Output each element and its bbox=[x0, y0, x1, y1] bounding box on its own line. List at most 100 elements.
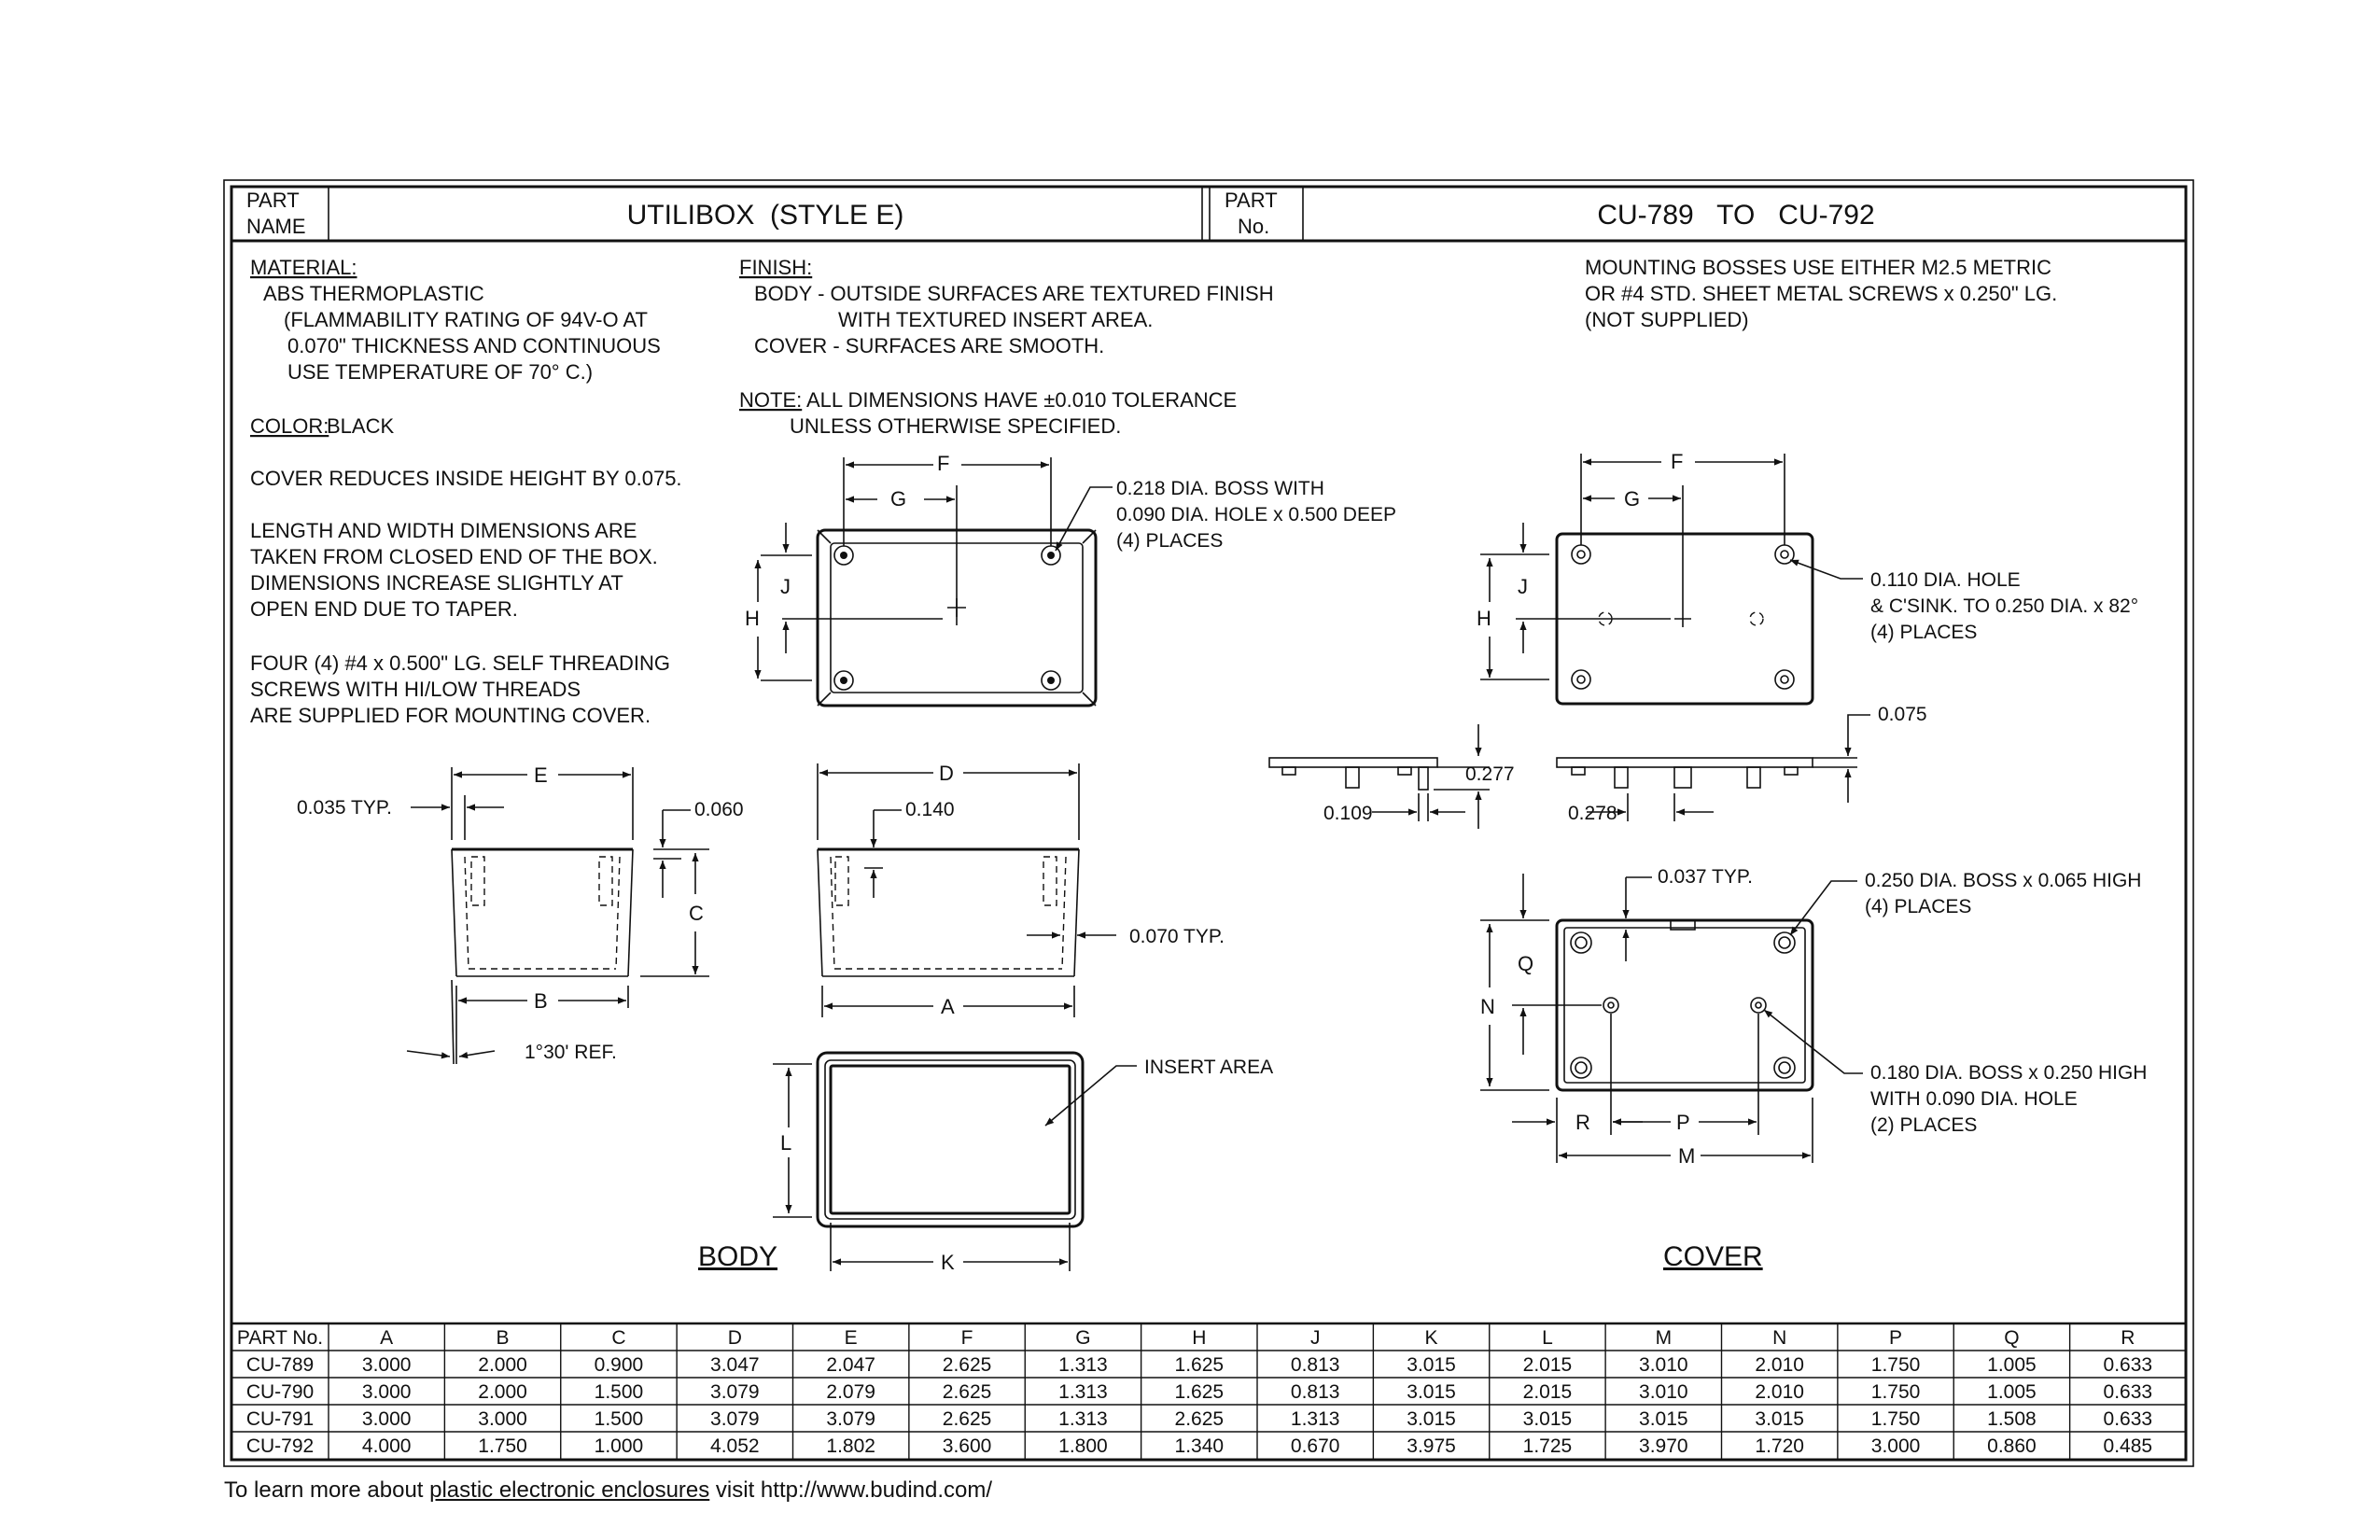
body-boss-callout: 0.090 DIA. HOLE x 0.500 DEEP bbox=[1116, 504, 1396, 525]
dim-letter-g-cover: G bbox=[1624, 487, 1640, 511]
table-cell: 2.000 bbox=[478, 1381, 527, 1403]
table-header-cell: L bbox=[1542, 1327, 1553, 1349]
table-part-cell: CU-791 bbox=[246, 1408, 314, 1430]
body-boss-callout: (4) PLACES bbox=[1116, 530, 1223, 552]
footer-prefix: To learn more about bbox=[224, 1477, 430, 1503]
table-header-cell: H bbox=[1192, 1327, 1206, 1349]
screw-note-line: ARE SUPPLIED FOR MOUNTING COVER. bbox=[250, 704, 651, 727]
table-header-cell: G bbox=[1075, 1327, 1090, 1349]
table-cell: 2.625 bbox=[1175, 1408, 1225, 1430]
table-cell: 2.079 bbox=[826, 1381, 875, 1403]
table-cell: 1.625 bbox=[1175, 1354, 1225, 1376]
dimension-note-line: DIMENSIONS INCREASE SLIGHTLY AT bbox=[250, 571, 623, 595]
cover-side-view-right bbox=[1556, 714, 1870, 821]
enclosures-link[interactable]: plastic electronic enclosures bbox=[429, 1477, 710, 1503]
table-cell: 1.500 bbox=[595, 1381, 644, 1403]
boss-065-callout: 0.250 DIA. BOSS x 0.065 HIGH bbox=[1865, 870, 2141, 891]
table-header-cell: J bbox=[1310, 1327, 1321, 1349]
dimension-note-line: TAKEN FROM CLOSED END OF THE BOX. bbox=[250, 545, 658, 568]
part-no-label-2: No. bbox=[1238, 215, 1269, 238]
table-cell: 2.010 bbox=[1755, 1381, 1804, 1403]
material-line: (FLAMMABILITY RATING OF 94V-O AT bbox=[284, 308, 648, 331]
table-cell: 1.500 bbox=[595, 1408, 644, 1430]
table-cell: 3.079 bbox=[710, 1381, 760, 1403]
table-cell: 3.015 bbox=[1407, 1381, 1456, 1403]
part-number: CU-789 TO CU-792 bbox=[1597, 200, 1874, 231]
dim-letter-j: J bbox=[780, 575, 791, 598]
boss-250-callout: WITH 0.090 DIA. HOLE bbox=[1870, 1088, 2078, 1110]
dimension-note-line: OPEN END DUE TO TAPER. bbox=[250, 597, 518, 621]
table-cell: 1.005 bbox=[1987, 1354, 2037, 1376]
table-cell: 1.000 bbox=[595, 1435, 644, 1457]
table-header-cell: A bbox=[380, 1327, 393, 1349]
table-header-cell: F bbox=[961, 1327, 973, 1349]
material-line: ABS THERMOPLASTIC bbox=[263, 282, 484, 305]
dim-letter-j-cover: J bbox=[1518, 575, 1528, 598]
dim-letter-g: G bbox=[890, 487, 906, 511]
dim-060-label: 0.060 bbox=[694, 799, 744, 820]
dim-letter-c: C bbox=[689, 902, 704, 925]
table-header-cell: K bbox=[1425, 1327, 1438, 1349]
screw-note-line: FOUR (4) #4 x 0.500" LG. SELF THREADING bbox=[250, 651, 670, 675]
table-cell: 3.975 bbox=[1407, 1435, 1456, 1457]
part-name-label-1: PART bbox=[246, 189, 300, 212]
table-cell: 3.015 bbox=[1523, 1408, 1573, 1430]
dim-letter-k: K bbox=[941, 1251, 955, 1274]
dim-letter-p: P bbox=[1676, 1111, 1690, 1134]
part-name: UTILIBOX (STYLE E) bbox=[627, 200, 904, 231]
dim-140-label: 0.140 bbox=[905, 799, 955, 820]
table-cell: 1.313 bbox=[1058, 1408, 1108, 1430]
table-header-cell: M bbox=[1656, 1327, 1673, 1349]
material-heading: MATERIAL: bbox=[250, 256, 357, 279]
table-header-cell: Q bbox=[2004, 1327, 2019, 1349]
table-cell: 3.010 bbox=[1639, 1354, 1688, 1376]
table-cell: 3.047 bbox=[710, 1354, 760, 1376]
dim-277-label: 0.277 bbox=[1465, 763, 1515, 785]
table-cell: 1.800 bbox=[1058, 1435, 1108, 1457]
table-cell: 2.047 bbox=[826, 1354, 875, 1376]
table-cell: 4.052 bbox=[710, 1435, 760, 1457]
table-cell: 3.000 bbox=[362, 1381, 412, 1403]
table-cell: 3.970 bbox=[1639, 1435, 1688, 1457]
material-line: USE TEMPERATURE OF 70° C.) bbox=[287, 360, 593, 384]
body-bottom-view bbox=[773, 1051, 1137, 1271]
table-cell: 2.625 bbox=[943, 1408, 992, 1430]
dim-letter-b: B bbox=[534, 989, 548, 1013]
table-cell: 0.633 bbox=[2104, 1354, 2153, 1376]
material-notes: MATERIAL: ABS THERMOPLASTIC (FLAMMABILIT… bbox=[250, 256, 682, 727]
table-cell: 3.015 bbox=[1639, 1408, 1688, 1430]
cover-hole-callout: 0.110 DIA. HOLE bbox=[1870, 569, 2021, 591]
note-line: ALL DIMENSIONS HAVE ±0.010 TOLERANCE bbox=[806, 388, 1237, 412]
note-line: UNLESS OTHERWISE SPECIFIED. bbox=[790, 414, 1121, 438]
table-cell: 3.000 bbox=[1871, 1435, 1921, 1457]
cover-side-view-left bbox=[1268, 724, 1490, 829]
table-cell: 3.000 bbox=[362, 1354, 412, 1376]
dim-letter-r: R bbox=[1575, 1111, 1590, 1134]
body-top-view bbox=[754, 457, 1113, 707]
table-cell: 1.802 bbox=[826, 1435, 875, 1457]
table-part-cell: CU-789 bbox=[246, 1354, 314, 1376]
table-cell: 1.313 bbox=[1058, 1381, 1108, 1403]
table-cell: 2.015 bbox=[1523, 1381, 1573, 1403]
finish-line: WITH TEXTURED INSERT AREA. bbox=[838, 308, 1153, 331]
typ-035-label: 0.035 TYP. bbox=[297, 797, 392, 819]
table-cell: 0.670 bbox=[1291, 1435, 1340, 1457]
dim-letter-d: D bbox=[939, 762, 954, 785]
table-cell: 2.625 bbox=[943, 1354, 992, 1376]
table-cell: 0.633 bbox=[2104, 1381, 2153, 1403]
body-boss-callout: 0.218 DIA. BOSS WITH bbox=[1116, 478, 1324, 499]
boss-250-callout: (2) PLACES bbox=[1870, 1114, 1977, 1136]
boss-065-callout: (4) PLACES bbox=[1865, 896, 1971, 917]
dim-letter-f: F bbox=[937, 452, 949, 475]
table-header-cell: D bbox=[728, 1327, 742, 1349]
cover-bottom-view bbox=[1480, 874, 1863, 1163]
table-header-cell: PART No. bbox=[237, 1327, 323, 1349]
table-cell: 1.720 bbox=[1755, 1435, 1804, 1457]
table-cell: 0.900 bbox=[595, 1354, 644, 1376]
cover-view-label: COVER bbox=[1663, 1241, 1763, 1272]
part-no-label-1: PART bbox=[1225, 189, 1278, 212]
table-cell: 0.813 bbox=[1291, 1381, 1340, 1403]
table-cell: 0.633 bbox=[2104, 1408, 2153, 1430]
table-cell: 3.000 bbox=[362, 1408, 412, 1430]
